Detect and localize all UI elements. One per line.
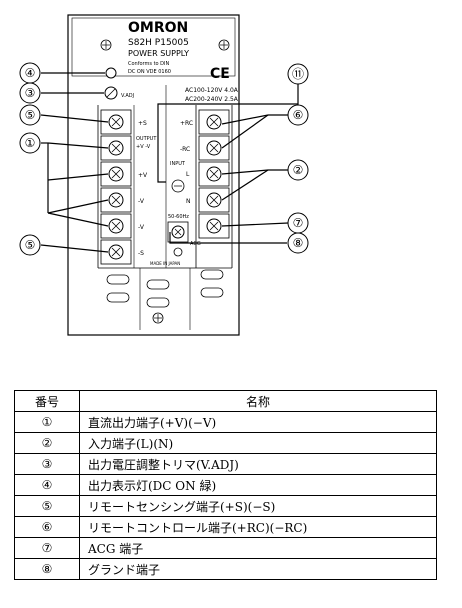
row-number: ④ (14, 474, 80, 496)
dc-on-led-icon (105, 67, 117, 79)
ac-rating-1: AC100-120V 4.0A (185, 87, 239, 94)
vent-slots (106, 269, 224, 308)
terminal-label-minus-rc: -RC (180, 146, 190, 153)
callout-5b: ⑤ (25, 238, 36, 252)
row-name: 出力表示灯(DC ON 緑) (79, 474, 437, 496)
terminal-label-minus-v: -V (138, 198, 145, 205)
input-label-l: L (186, 171, 190, 178)
table-row: ③ 出力電圧調整トリマ(V.ADJ) (14, 453, 437, 475)
row-number: ⑧ (14, 558, 80, 580)
output-label: OUTPUT (136, 136, 157, 142)
callout-6: ⑥ (293, 108, 304, 122)
input-terminal-block (198, 109, 230, 239)
input-label: INPUT (170, 161, 186, 167)
row-number: ③ (14, 453, 80, 475)
row-name: リモートセンシング端子(+S)(−S) (79, 495, 437, 517)
terminal-label-plus-s: +S (138, 120, 147, 127)
callout-markers (19, 62, 309, 256)
ground-screw-icon (173, 247, 183, 257)
callout-11: ⑪ (292, 67, 304, 81)
table-row: ② 入力端子(L)(N) (14, 432, 437, 454)
standard-text-2: DC ON VDE 0160 (128, 69, 171, 75)
table-row: ⑤ リモートセンシング端子(+S)(−S) (14, 495, 437, 517)
frequency-label: 50-60Hz (168, 214, 189, 220)
callout-4: ④ (25, 66, 36, 80)
ce-mark: CE (210, 66, 230, 82)
row-name: 出力電圧調整トリマ(V.ADJ) (79, 453, 437, 475)
input-label-n: N (186, 198, 191, 205)
row-number: ⑥ (14, 516, 80, 538)
callout-3: ③ (25, 86, 36, 100)
callout-2: ② (293, 163, 304, 177)
made-in-label: MADE IN JAPAN (150, 261, 180, 266)
table-row: ① 直流出力端子(+V)(−V) (14, 411, 437, 433)
header-number: 番号 (14, 390, 80, 412)
callout-7: ⑦ (293, 216, 304, 230)
row-number: ⑦ (14, 537, 80, 559)
row-number: ⑤ (14, 495, 80, 517)
table-header-row: 番号 名称 (14, 390, 437, 412)
row-name: 直流出力端子(+V)(−V) (79, 411, 437, 433)
row-name: ACG 端子 (79, 537, 437, 559)
brand-logo: OMRON (128, 20, 188, 36)
leader-lines (40, 72, 299, 253)
table-row: ⑦ ACG 端子 (14, 537, 437, 559)
table-row: ⑥ リモートコントロール端子(+RC)(−RC) (14, 516, 437, 538)
product-title: POWER SUPPLY (128, 49, 189, 58)
callout-5: ⑤ (25, 108, 36, 122)
v-adj-label: V.ADJ (121, 93, 134, 99)
output-sublabel: +V -V (136, 144, 151, 150)
acg-label: ACG (190, 241, 201, 247)
header-name: 名称 (79, 390, 437, 412)
table-row: ⑧ グランド端子 (14, 558, 437, 580)
model-text: S82H P15005 (128, 38, 189, 48)
terminal-label-plus-v: +V (138, 172, 148, 179)
standard-text-1: Conforms to DIN (128, 61, 170, 67)
power-supply-diagram: OMRON S82H P15005 POWER SUPPLY Conforms … (19, 14, 309, 336)
row-number: ② (14, 432, 80, 454)
row-name: リモートコントロール端子(+RC)(−RC) (79, 516, 437, 538)
terminal-label-plus-rc: +RC (180, 120, 193, 127)
terminal-legend-table: 番号 名称 ① 直流出力端子(+V)(−V) ② 入力端子(L)(N) ③ 出力… (14, 390, 437, 580)
row-name: グランド端子 (79, 558, 437, 580)
terminal-label-minus-s: -S (138, 250, 144, 257)
terminal-label-minus-v-2: -V (138, 224, 145, 231)
row-number: ① (14, 411, 80, 433)
row-name: 入力端子(L)(N) (79, 432, 437, 454)
callout-1: ① (25, 136, 36, 150)
ac-rating-2: AC200-240V 2.5A (185, 96, 239, 103)
label-panel (71, 17, 236, 77)
table-row: ④ 出力表示灯(DC ON 緑) (14, 474, 437, 496)
callout-8: ⑧ (293, 236, 304, 250)
